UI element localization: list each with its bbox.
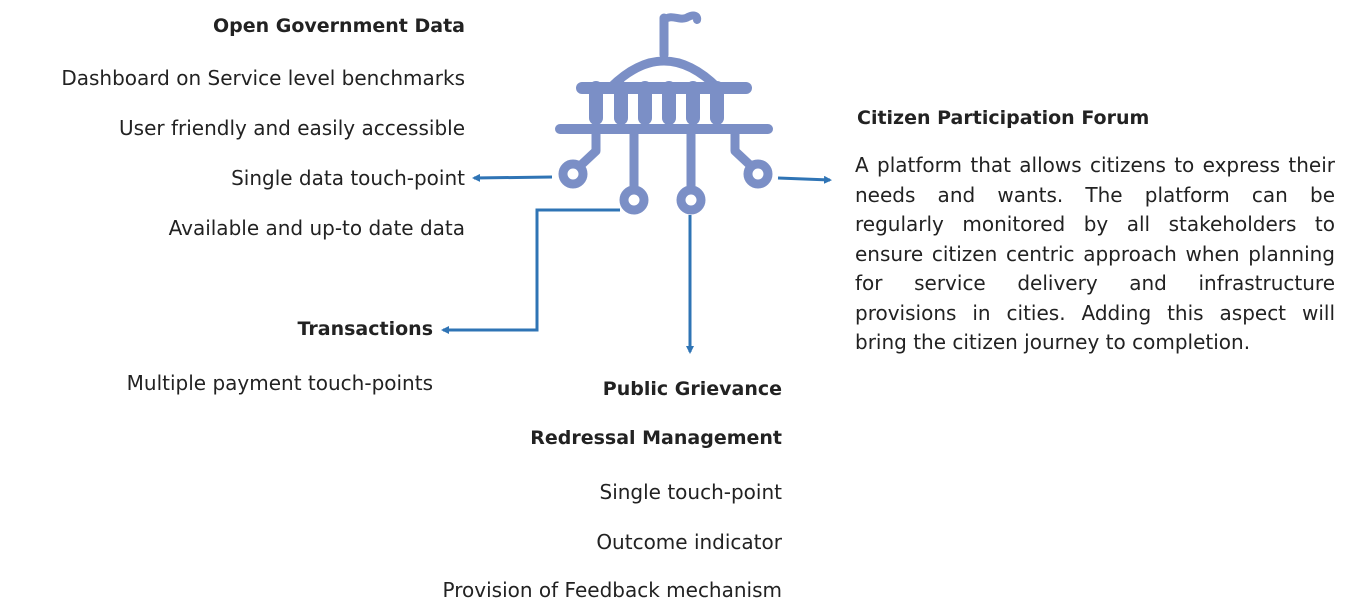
public-grievance-item: Provision of Feedback mechanism [442, 578, 782, 602]
citizen-participation-title: Citizen Participation Forum [857, 107, 1150, 129]
transactions-title: Transactions [297, 318, 433, 340]
open-government-data-item: Dashboard on Service level benchmarks [61, 66, 465, 90]
open-government-data-title: Open Government Data [212, 15, 465, 37]
open-government-data-item: Available and up-to date data [168, 216, 465, 240]
arrow-to-open-government-data [472, 173, 553, 182]
public-grievance-item: Single touch-point [599, 480, 783, 504]
transactions-item: Multiple payment touch-points [126, 371, 433, 395]
public-grievance-title-line2: Redressal Management [530, 427, 782, 449]
arrow-to-transactions [441, 208, 620, 334]
public-grievance-item: Outcome indicator [596, 530, 782, 554]
government-building-network-icon [555, 11, 773, 215]
open-government-data-item: User friendly and easily accessible [119, 116, 465, 140]
citizen-participation-description: A platform that allows citizens to expre… [855, 153, 1335, 354]
public-grievance-title: Public Grievance [602, 378, 782, 400]
open-government-data-item: Single data touch-point [231, 166, 465, 190]
arrow-to-citizen-participation [777, 175, 832, 184]
